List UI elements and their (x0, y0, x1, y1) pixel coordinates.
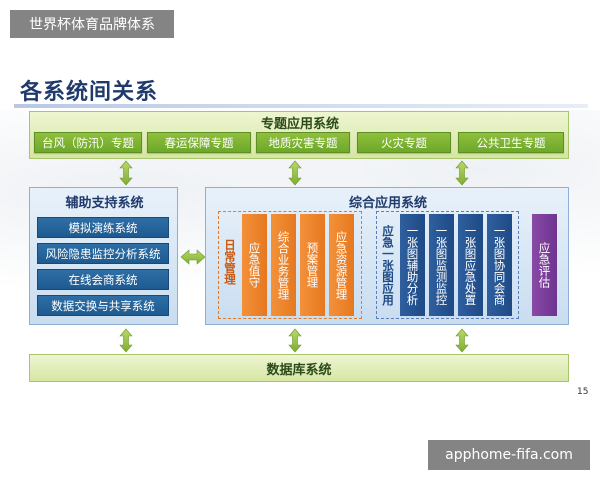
page-number: 15 (577, 387, 589, 397)
arrow-support-database (119, 328, 133, 353)
support-item-risk-monitoring: 风险隐患监控分析系统 (37, 243, 169, 264)
one-map-item-analysis: 一张图辅助分析 (400, 214, 425, 316)
arrow-integrated-database-right (455, 328, 469, 353)
slide-title: 各系统间关系 (20, 80, 159, 105)
support-item-data-exchange: 数据交换与共享系统 (37, 295, 169, 316)
topic-system-title: 专题应用系统 (260, 116, 339, 132)
title-rule (14, 104, 588, 108)
daily-management-label: 日常管理 (223, 239, 237, 285)
support-system-title: 辅助支持系统 (65, 195, 144, 211)
daily-item-plan: 预案管理 (300, 214, 325, 316)
topic-item-fire: 火灾专题 (357, 132, 451, 153)
daily-item-duty: 应急值守 (242, 214, 267, 316)
one-map-item-monitoring: 一张图监测监控 (429, 214, 454, 316)
support-item-online-consult: 在线会商系统 (37, 269, 169, 290)
watermark-bottom: apphome-fifa.com (428, 440, 590, 470)
topic-item-public-health: 公共卫生专题 (458, 132, 564, 153)
arrow-integrated-database-left (288, 328, 302, 353)
emergency-evaluation: 应急评估 (532, 214, 557, 316)
one-map-label: 应急一张图应用 (381, 224, 395, 306)
arrow-topic-integrated-left (288, 160, 302, 186)
support-item-simulation: 模拟演练系统 (37, 217, 169, 238)
one-map-item-response: 一张图应急处置 (458, 214, 483, 316)
daily-management-group (218, 211, 362, 319)
daily-item-business: 综合业务管理 (271, 214, 296, 316)
watermark-top: 世界杯体育品牌体系 (10, 10, 174, 38)
database-system-band: 数据库系统 (29, 354, 569, 382)
arrow-topic-integrated-right (455, 160, 469, 186)
arrow-topic-support (119, 160, 133, 186)
one-map-group (376, 211, 519, 319)
topic-item-geologic-disaster: 地质灾害专题 (256, 132, 350, 153)
one-map-item-consult: 一张图协同会商 (487, 214, 512, 316)
topic-item-typhoon: 台风（防汛）专题 (34, 132, 142, 153)
topic-item-spring-transport: 春运保障专题 (147, 132, 251, 153)
arrow-support-integrated (180, 249, 206, 265)
integrated-system-title: 综合应用系统 (348, 195, 427, 211)
daily-item-resource: 应急资源管理 (329, 214, 354, 316)
